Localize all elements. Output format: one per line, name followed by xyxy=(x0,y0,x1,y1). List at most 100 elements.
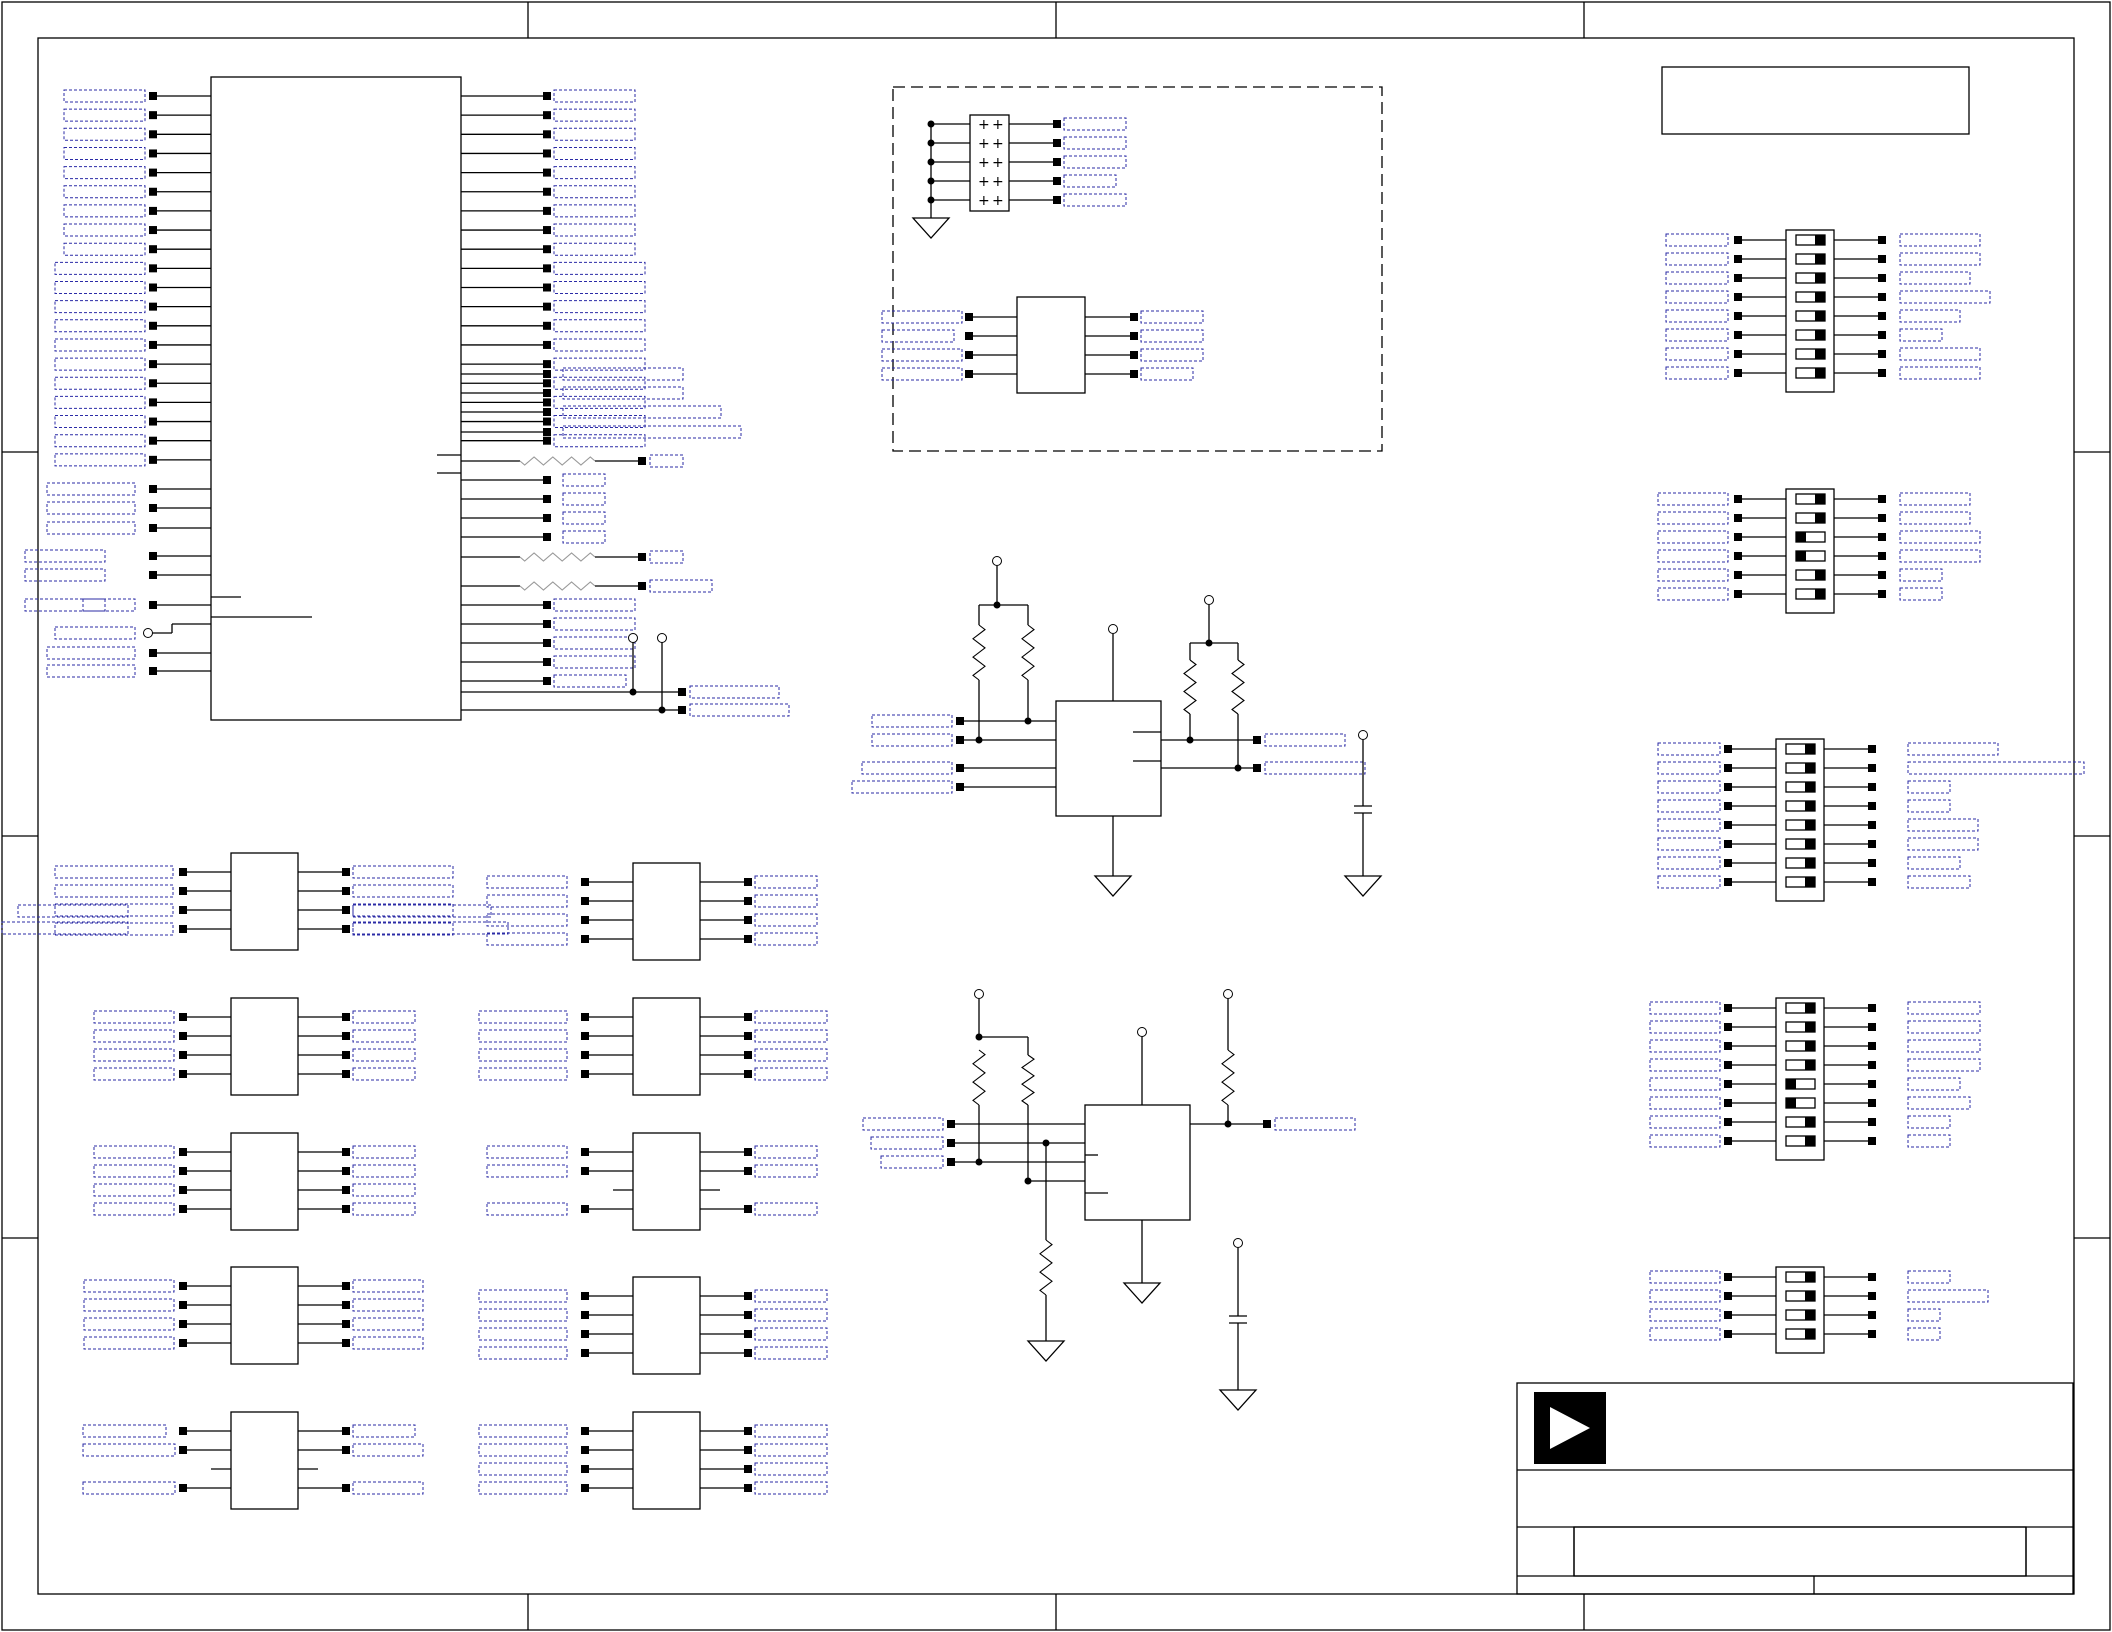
connector-pad xyxy=(1734,514,1742,522)
net-label xyxy=(1899,309,1961,323)
power-rail-icon xyxy=(143,628,153,638)
net-label xyxy=(1899,233,1981,247)
net-label xyxy=(83,1336,175,1350)
connector-pad xyxy=(149,417,157,426)
dip-knob xyxy=(1815,292,1825,302)
title-block-frame xyxy=(1516,1382,2074,1595)
connector-pad xyxy=(1868,1137,1876,1145)
dip-knob xyxy=(1805,820,1815,830)
resistor-icon xyxy=(519,581,596,591)
header-pin: + xyxy=(978,174,990,190)
connector-pad xyxy=(342,1484,350,1492)
net-label xyxy=(1649,1077,1721,1091)
net-label xyxy=(24,549,106,563)
ground-symbol-icon xyxy=(1026,1340,1066,1362)
net-label xyxy=(352,1202,416,1216)
connector-pad xyxy=(1053,177,1061,185)
connector-pad xyxy=(956,717,964,725)
net-label xyxy=(649,550,684,564)
connector-pad xyxy=(1130,313,1138,321)
connector-pad xyxy=(543,168,551,177)
header-pin: + xyxy=(992,193,1004,209)
net-label xyxy=(1907,1327,1941,1341)
schematic-components: ++++++++++ xyxy=(1,76,2085,1510)
net-label xyxy=(478,1067,568,1081)
connector-pad xyxy=(543,677,551,685)
connector-pad xyxy=(744,1349,752,1357)
net-label xyxy=(54,453,146,467)
connector-pad xyxy=(543,111,551,120)
connector-pad xyxy=(1868,1080,1876,1088)
net-label xyxy=(1657,568,1729,582)
net-label xyxy=(1665,271,1729,285)
net-label xyxy=(63,89,146,103)
ic-body xyxy=(632,1132,701,1231)
connector-pad xyxy=(179,1484,187,1492)
net-label xyxy=(553,415,646,429)
net-label xyxy=(54,395,146,409)
net-label xyxy=(486,913,568,927)
connector-pad xyxy=(744,1292,752,1300)
connector-pad xyxy=(581,1484,589,1492)
connector-pad xyxy=(1878,369,1886,377)
net-label xyxy=(881,310,963,324)
connector-pad xyxy=(678,688,686,696)
connector-pad xyxy=(744,1446,752,1454)
connector-pad xyxy=(149,92,157,100)
connector-pad xyxy=(1724,1023,1732,1031)
connector-pad xyxy=(342,1186,350,1194)
connector-pad xyxy=(149,111,157,120)
connector-pad xyxy=(543,187,551,196)
net-label xyxy=(1907,1270,1951,1284)
connector-pad xyxy=(1868,1311,1876,1319)
connector-pad xyxy=(543,514,551,522)
connector-pad xyxy=(179,1070,187,1078)
connector-pad xyxy=(1724,1311,1732,1319)
connector-pad xyxy=(744,935,752,943)
net-label xyxy=(46,646,136,660)
connector-pad xyxy=(1724,1137,1732,1145)
connector-pad xyxy=(581,1330,589,1338)
connector-pad xyxy=(342,1320,350,1328)
connector-pad xyxy=(1868,1042,1876,1050)
connector-pad xyxy=(179,906,187,914)
net-label xyxy=(478,1327,568,1341)
resistor-icon xyxy=(972,624,986,681)
connector-pad xyxy=(149,340,157,349)
connector-pad xyxy=(744,878,752,886)
connector-pad xyxy=(342,1070,350,1078)
dip-knob xyxy=(1805,1310,1815,1320)
net-label xyxy=(1649,1039,1721,1053)
connector-pad xyxy=(149,245,157,254)
net-label xyxy=(754,1010,828,1024)
net-label xyxy=(352,1010,416,1024)
connector-pad xyxy=(956,736,964,744)
net-label xyxy=(1,921,129,935)
connector-pad xyxy=(1868,821,1876,829)
net-label xyxy=(649,454,684,468)
connector-pad xyxy=(1878,350,1886,358)
connector-pad xyxy=(149,264,157,273)
dip-knob xyxy=(1805,763,1815,773)
connector-pad xyxy=(149,524,157,532)
connector-pad xyxy=(581,935,589,943)
net-label xyxy=(1665,252,1729,266)
connector-pad xyxy=(1734,255,1742,263)
connector-pad xyxy=(543,389,551,397)
net-label xyxy=(46,482,136,496)
net-label xyxy=(754,932,818,946)
net-label xyxy=(562,386,684,400)
connector-pad xyxy=(581,1032,589,1040)
connector-pad xyxy=(149,379,157,388)
connector-pad xyxy=(543,92,551,100)
dip-knob xyxy=(1805,782,1815,792)
connector-pad xyxy=(1724,1330,1732,1338)
connector-pad xyxy=(149,667,157,675)
title-field xyxy=(1573,1526,2027,1577)
ic-body xyxy=(230,852,299,951)
dip-knob xyxy=(1815,330,1825,340)
net-label xyxy=(63,223,146,237)
dip-knob xyxy=(1815,494,1825,504)
connector-pad xyxy=(1724,821,1732,829)
ic-body xyxy=(632,862,701,961)
